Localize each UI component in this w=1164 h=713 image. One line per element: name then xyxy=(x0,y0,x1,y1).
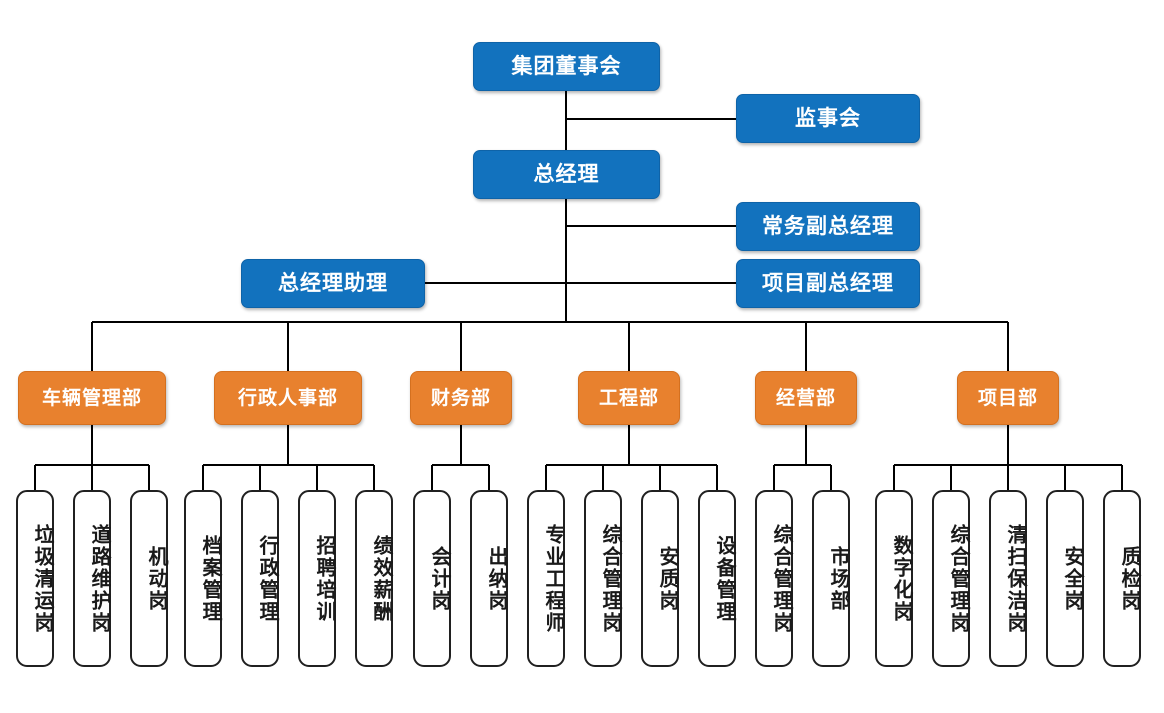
node-position-label: 机动岗 xyxy=(145,545,167,612)
node-project-deputy-general-manager[interactable]: 项目副总经理 xyxy=(736,259,920,308)
node-department-label: 工程部 xyxy=(598,387,659,409)
node-department-engineering[interactable]: 工程部 xyxy=(578,371,680,425)
node-position-project-2[interactable]: 清扫保洁岗 xyxy=(989,490,1027,667)
node-position-label: 综合管理岗 xyxy=(599,523,621,634)
node-position-label: 绩效薪酬 xyxy=(370,534,392,623)
node-position-label: 档案管理 xyxy=(199,534,221,623)
node-board-of-directors[interactable]: 集团董事会 xyxy=(473,42,660,91)
node-supervisory-board-label: 监事会 xyxy=(795,107,861,130)
node-board-of-directors-label: 集团董事会 xyxy=(511,55,622,78)
node-position-label: 清扫保洁岗 xyxy=(1004,523,1026,634)
node-department-label: 经营部 xyxy=(775,387,836,409)
node-position-admin-2[interactable]: 招聘培训 xyxy=(298,490,336,667)
node-position-operations-1[interactable]: 市场部 xyxy=(812,490,850,667)
node-general-manager-assistant[interactable]: 总经理助理 xyxy=(241,259,425,308)
node-position-label: 市场部 xyxy=(827,545,849,612)
node-department-label: 项目部 xyxy=(977,387,1038,409)
node-position-admin-3[interactable]: 绩效薪酬 xyxy=(355,490,393,667)
node-position-label: 会计岗 xyxy=(428,545,450,612)
node-position-label: 设备管理 xyxy=(713,534,735,623)
node-position-finance-0[interactable]: 会计岗 xyxy=(413,490,451,667)
node-department-label: 行政人事部 xyxy=(237,387,338,409)
node-project-deputy-general-manager-label: 项目副总经理 xyxy=(762,272,894,295)
node-position-project-1[interactable]: 综合管理岗 xyxy=(932,490,970,667)
node-position-project-4[interactable]: 质检岗 xyxy=(1103,490,1141,667)
node-position-label: 垃圾清运岗 xyxy=(31,523,53,634)
node-position-finance-1[interactable]: 出纳岗 xyxy=(470,490,508,667)
node-department-administration-hr[interactable]: 行政人事部 xyxy=(214,371,362,425)
node-position-engineering-1[interactable]: 综合管理岗 xyxy=(584,490,622,667)
node-position-operations-0[interactable]: 综合管理岗 xyxy=(755,490,793,667)
node-position-project-3[interactable]: 安全岗 xyxy=(1046,490,1084,667)
node-general-manager-label: 总经理 xyxy=(533,163,600,186)
node-general-manager[interactable]: 总经理 xyxy=(473,150,660,199)
node-department-label: 车辆管理部 xyxy=(41,387,142,409)
node-position-label: 综合管理岗 xyxy=(947,523,969,634)
node-position-admin-0[interactable]: 档案管理 xyxy=(184,490,222,667)
node-general-manager-assistant-label: 总经理助理 xyxy=(278,272,388,295)
node-department-project[interactable]: 项目部 xyxy=(957,371,1059,425)
node-position-label: 道路维护岗 xyxy=(88,523,110,634)
node-position-label: 出纳岗 xyxy=(485,545,507,612)
node-position-label: 安质岗 xyxy=(656,545,678,612)
node-position-label: 安全岗 xyxy=(1061,545,1083,612)
node-position-label: 专业工程师 xyxy=(542,523,564,634)
node-position-engineering-0[interactable]: 专业工程师 xyxy=(527,490,565,667)
node-position-label: 招聘培训 xyxy=(313,534,335,623)
node-position-engineering-2[interactable]: 安质岗 xyxy=(641,490,679,667)
node-department-label: 财务部 xyxy=(430,387,491,409)
node-position-project-0[interactable]: 数字化岗 xyxy=(875,490,913,667)
node-position-label: 行政管理 xyxy=(256,534,278,623)
node-department-operations[interactable]: 经营部 xyxy=(755,371,857,425)
node-position-admin-1[interactable]: 行政管理 xyxy=(241,490,279,667)
node-position-label: 质检岗 xyxy=(1118,545,1140,612)
node-position-vehicle-0[interactable]: 垃圾清运岗 xyxy=(16,490,54,667)
node-position-label: 数字化岗 xyxy=(890,534,912,623)
node-executive-deputy-general-manager-label: 常务副总经理 xyxy=(762,215,894,238)
node-position-label: 综合管理岗 xyxy=(770,523,792,634)
node-department-vehicle-management[interactable]: 车辆管理部 xyxy=(18,371,166,425)
node-supervisory-board[interactable]: 监事会 xyxy=(736,94,920,143)
node-position-vehicle-2[interactable]: 机动岗 xyxy=(130,490,168,667)
node-position-vehicle-1[interactable]: 道路维护岗 xyxy=(73,490,111,667)
node-department-finance[interactable]: 财务部 xyxy=(410,371,512,425)
node-position-engineering-3[interactable]: 设备管理 xyxy=(698,490,736,667)
node-executive-deputy-general-manager[interactable]: 常务副总经理 xyxy=(736,202,920,251)
